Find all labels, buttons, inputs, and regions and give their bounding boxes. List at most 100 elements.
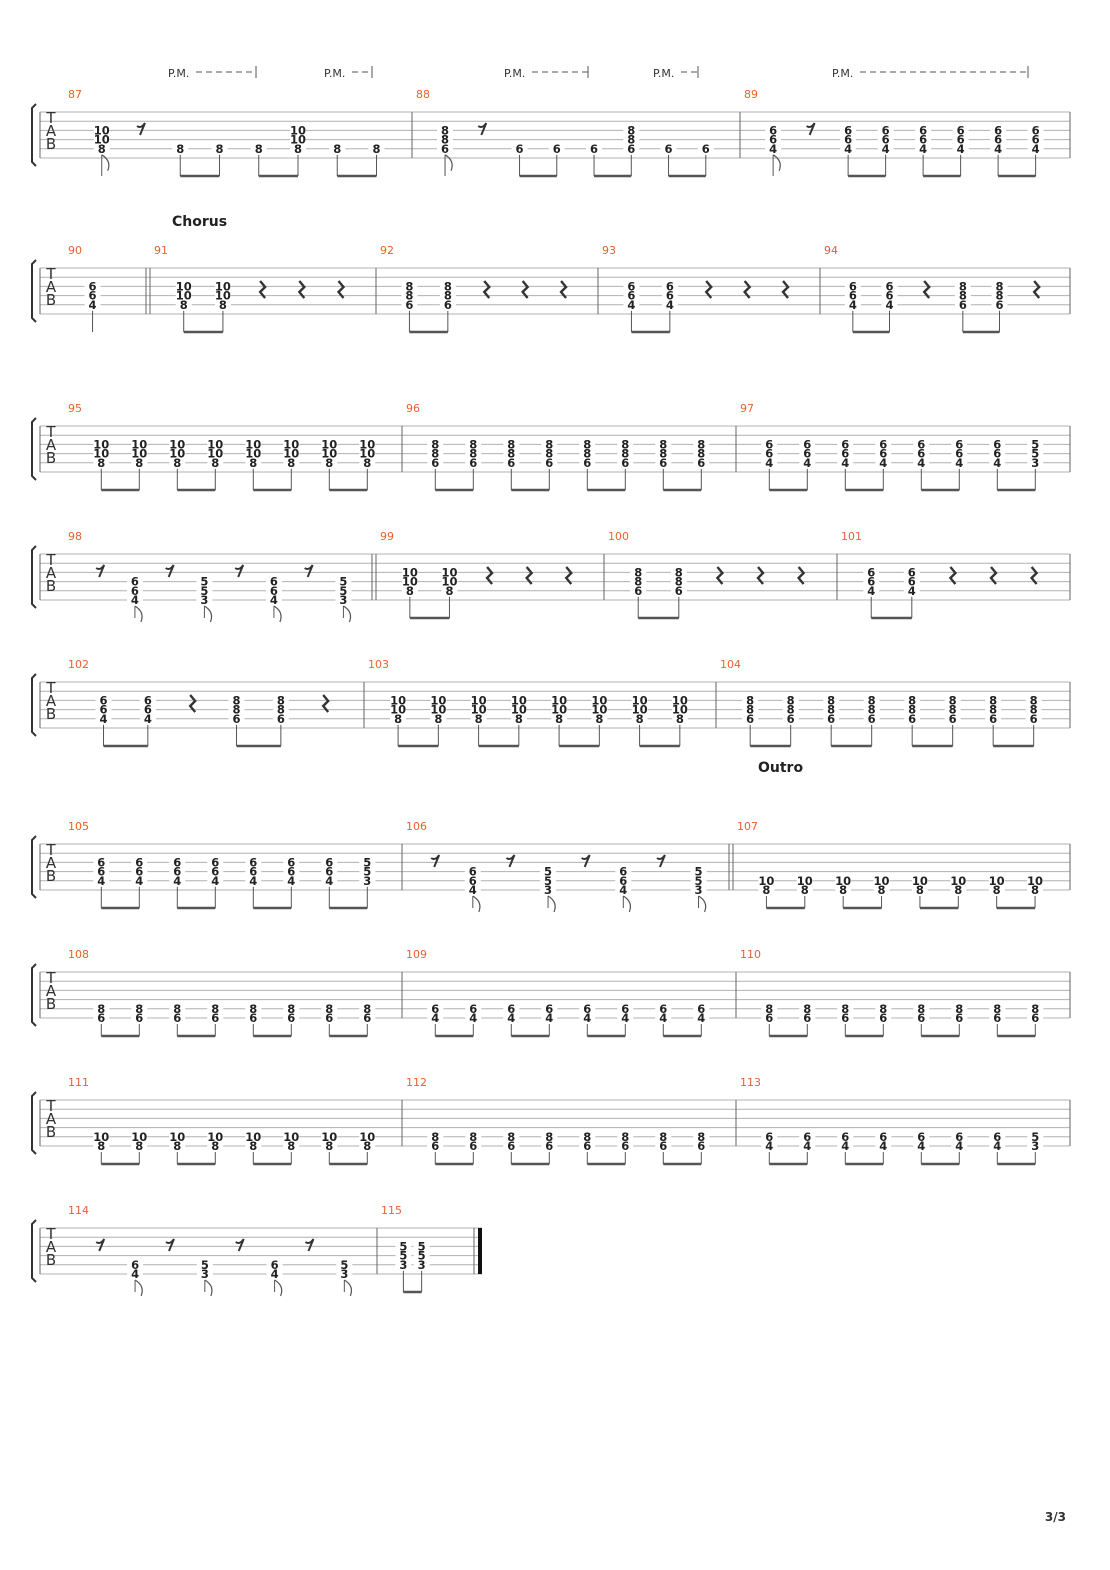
- fret-number: 6: [746, 712, 754, 726]
- fret-bg: [660, 143, 677, 154]
- fret-bg: [661, 299, 678, 310]
- fret-bg: [321, 1003, 338, 1014]
- tab-clef-letter: B: [46, 867, 56, 885]
- fret-bg: [630, 585, 647, 596]
- fret-number: 6: [659, 1139, 667, 1153]
- fret-number: 8: [173, 1002, 181, 1016]
- fret-bg: [437, 134, 454, 145]
- fret-bg: [289, 143, 306, 154]
- fret-number: 6: [841, 1011, 849, 1025]
- note-flag: [344, 1279, 353, 1297]
- fret-number: 10: [321, 1130, 337, 1144]
- fret-number: 6: [827, 712, 835, 726]
- fret-number: 4: [867, 584, 875, 598]
- fret-bg: [1025, 695, 1042, 706]
- fret-number: 10: [93, 447, 109, 461]
- fret-bg: [437, 143, 454, 154]
- fret-bg: [690, 866, 707, 877]
- fret-bg: [359, 1141, 376, 1151]
- fret-bg: [540, 875, 557, 886]
- fret-number: 8: [746, 693, 754, 707]
- fret-bg: [84, 290, 101, 301]
- fret-number: 6: [885, 289, 893, 303]
- fret-bg: [321, 448, 338, 459]
- fret-bg: [266, 1259, 283, 1270]
- fret-bg: [169, 1141, 186, 1151]
- system-bracket: [31, 835, 37, 899]
- fret-number: 8: [916, 883, 924, 897]
- fret-bg: [904, 713, 921, 724]
- eighth-rest: [304, 1238, 315, 1252]
- note-flag: [274, 1279, 283, 1297]
- fret-number: 8: [634, 575, 642, 589]
- fret-bg: [196, 585, 213, 596]
- fret-bg: [321, 1013, 338, 1023]
- fret-bg: [840, 125, 857, 136]
- tab-clef-letter: B: [46, 135, 56, 153]
- fret-bg: [245, 1003, 262, 1014]
- tab-clef-letter: T: [45, 265, 56, 283]
- fret-number: 10: [245, 1130, 261, 1144]
- fret-bg: [875, 1003, 892, 1014]
- fret-number: 8: [441, 133, 449, 147]
- section-label: Outro: [758, 760, 804, 776]
- fret-bg: [359, 857, 376, 868]
- fret-bg: [697, 143, 714, 154]
- fret-bg: [951, 1003, 968, 1014]
- fret-number: 5: [200, 575, 208, 589]
- fret-bg: [873, 885, 890, 895]
- tab-clef-letter: T: [45, 1097, 56, 1115]
- fret-number: 6: [405, 298, 413, 312]
- fret-bg: [93, 134, 110, 145]
- fret-number: 4: [545, 1011, 553, 1025]
- fret-number: 8: [475, 712, 483, 726]
- fret-bg: [169, 457, 186, 468]
- fret-bg: [591, 704, 608, 715]
- fret-number: 8: [636, 712, 644, 726]
- fret-number: 8: [659, 437, 667, 451]
- fret-bg: [395, 1259, 412, 1270]
- fret-number: 6: [100, 703, 108, 717]
- fret-bg: [93, 1141, 110, 1151]
- fret-number: 8: [507, 447, 515, 461]
- fret-bg: [430, 704, 447, 715]
- fret-bg: [84, 281, 101, 292]
- fret-number: 8: [697, 447, 705, 461]
- fret-number: 6: [89, 289, 97, 303]
- fret-bg: [503, 1141, 520, 1151]
- fret-bg: [579, 457, 596, 468]
- measure-number: 97: [740, 402, 754, 415]
- fret-number: 8: [676, 712, 684, 726]
- fret-bg: [437, 125, 454, 136]
- fret-bg: [503, 448, 520, 459]
- note-flag: [772, 154, 781, 172]
- fret-bg: [1025, 704, 1042, 715]
- fret-bg: [823, 704, 840, 715]
- fret-number: 10: [390, 703, 406, 717]
- fret-bg: [126, 576, 143, 587]
- fret-bg: [169, 1013, 186, 1023]
- fret-bg: [913, 1131, 930, 1142]
- fret-bg: [837, 1141, 854, 1151]
- fret-bg: [283, 439, 300, 450]
- fret-number: 6: [97, 855, 105, 869]
- fret-number: 10: [283, 437, 299, 451]
- fret-number: 8: [1031, 1002, 1039, 1016]
- fret-number: 6: [173, 1011, 181, 1025]
- measure-number: 90: [68, 244, 82, 257]
- eighth-rest: [136, 122, 146, 136]
- measure-number: 92: [380, 244, 394, 257]
- fret-number: 6: [765, 447, 773, 461]
- fret-number: 8: [431, 437, 439, 451]
- fret-number: 10: [874, 874, 890, 888]
- fret-number: 6: [769, 133, 777, 147]
- eighth-rest: [304, 564, 314, 578]
- measure-number: 109: [406, 948, 427, 961]
- fret-number: 10: [283, 447, 299, 461]
- quarter-rest: [715, 566, 725, 585]
- fret-number: 8: [394, 712, 402, 726]
- fret-bg: [250, 143, 267, 154]
- fret-bg: [758, 885, 775, 895]
- measure-number: 100: [608, 530, 629, 543]
- fret-bg: [623, 125, 640, 136]
